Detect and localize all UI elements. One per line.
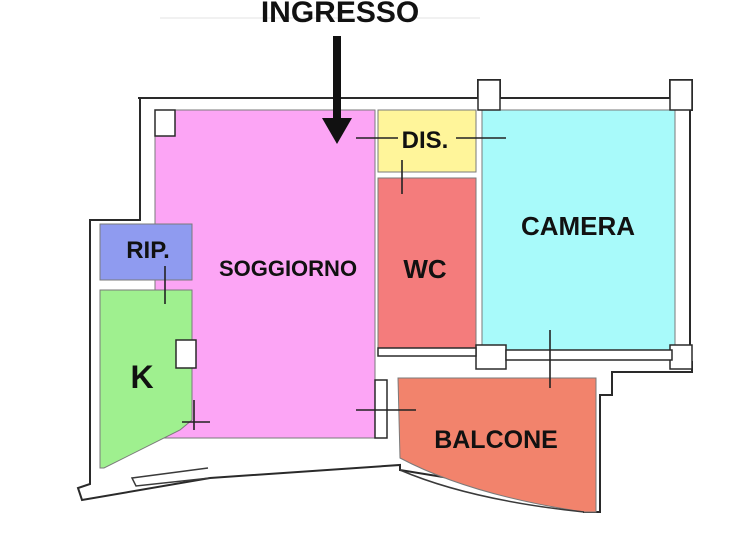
labels: INGRESSO SOGGIORNO DIS. WC CAMERA RIP. K… [126,0,635,454]
balcony-railing [130,467,585,513]
room-k[interactable] [99,289,193,469]
entrance-label: INGRESSO [261,0,419,29]
rooms [99,109,676,513]
room-label-balcone: BALCONE [434,426,558,454]
room-label-wc: WC [403,254,447,284]
pillars [154,79,693,439]
door-marks [164,137,551,430]
room-label-k: K [130,359,153,395]
room-label-dis: DIS. [402,127,449,154]
room-label-camera: CAMERA [521,211,635,241]
room-label-rip: RIP. [126,237,170,264]
room-rip[interactable] [99,223,193,281]
entrance-arrow-icon [322,36,352,144]
room-label-soggiorno: SOGGIORNO [219,256,357,281]
room-dis[interactable] [377,109,477,173]
